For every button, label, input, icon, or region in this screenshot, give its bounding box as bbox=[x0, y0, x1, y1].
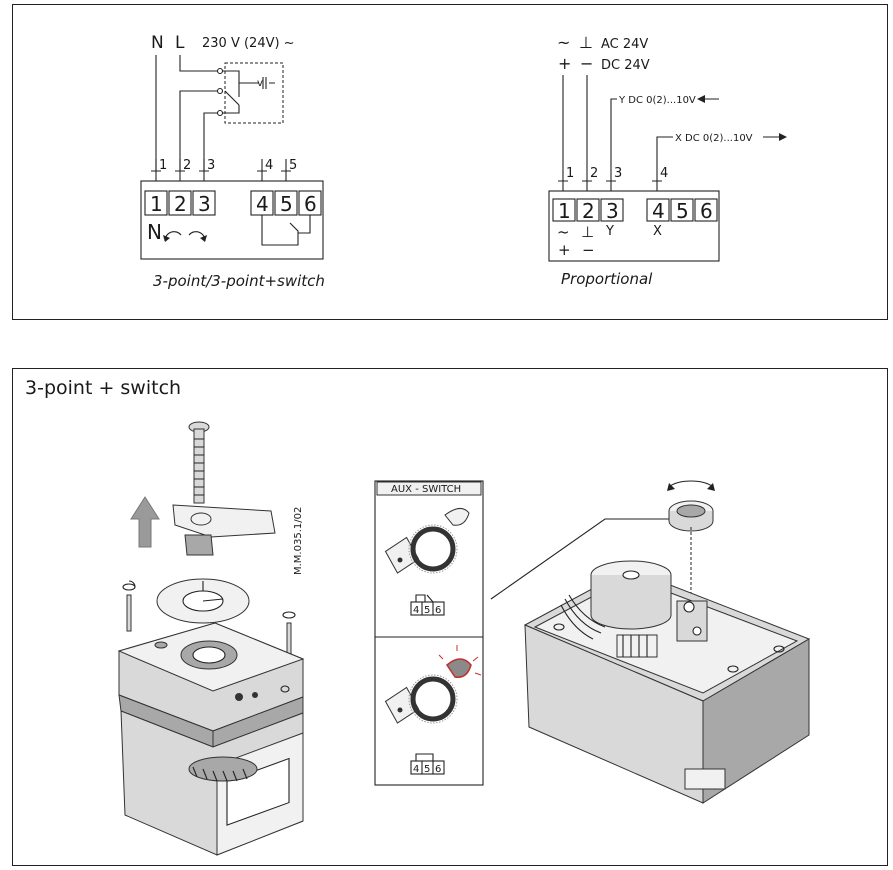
svg-text:2: 2 bbox=[582, 199, 595, 223]
svg-text:−: − bbox=[580, 54, 593, 73]
cam-lower: 4 5 6 bbox=[384, 645, 482, 775]
supply-voltage: 230 V (24V) ~ bbox=[202, 36, 295, 51]
proportional-diagram: ~ ⊥ AC 24V + − DC 24V Y DC 0(2)...10V X … bbox=[548, 33, 787, 288]
svg-text:4: 4 bbox=[652, 199, 665, 223]
actuator-base bbox=[120, 710, 304, 856]
prop-pin-numbers: 1 2 3 4 bbox=[558, 166, 668, 182]
svg-text:X: X bbox=[653, 224, 662, 239]
svg-text:2: 2 bbox=[590, 166, 598, 181]
adjust-knob bbox=[667, 480, 715, 639]
svg-text:6: 6 bbox=[435, 605, 441, 616]
aux-switch-detail: AUX - SWITCH 4 5 6 bbox=[374, 480, 484, 786]
svg-text:1: 1 bbox=[558, 199, 571, 223]
svg-text:3: 3 bbox=[614, 166, 622, 181]
svg-text:3: 3 bbox=[207, 158, 215, 173]
wiring-panel: N L 230 V (24V) ~ v 1 2 3 4 5 bbox=[12, 4, 888, 320]
wire-2 bbox=[179, 90, 219, 181]
terminal-sub-n: N bbox=[147, 220, 162, 244]
gasket-disc bbox=[156, 578, 250, 624]
three-point-diagram: N L 230 V (24V) ~ v 1 2 3 4 5 bbox=[140, 33, 325, 290]
wire-x bbox=[656, 136, 673, 191]
svg-text:5: 5 bbox=[424, 764, 430, 775]
wire-y bbox=[610, 98, 617, 191]
wire-3 bbox=[203, 112, 219, 181]
svg-text:6: 6 bbox=[435, 764, 441, 775]
prop-terminal-row: 1 2 3 4 5 6 bbox=[552, 198, 718, 223]
caption-3point: 3-point/3-point+switch bbox=[153, 272, 325, 290]
caption-proportional: Proportional bbox=[561, 270, 653, 288]
installation-illustrations: M.M.035.1/02 bbox=[117, 421, 811, 856]
ac-label: AC 24V bbox=[601, 37, 648, 52]
terminal-box bbox=[140, 180, 324, 260]
svg-text:+: + bbox=[558, 54, 571, 73]
wiring-diagrams: N L 230 V (24V) ~ v 1 2 3 4 5 bbox=[140, 33, 787, 290]
label-n: N bbox=[151, 33, 164, 53]
aux-frame bbox=[374, 480, 484, 786]
dc-label: DC 24V bbox=[601, 58, 650, 73]
svg-text:4: 4 bbox=[413, 764, 419, 775]
svg-text:6: 6 bbox=[304, 192, 317, 216]
leader-line bbox=[490, 518, 685, 600]
svg-text:4: 4 bbox=[660, 166, 668, 181]
aux-switch-contact bbox=[261, 215, 311, 246]
install-heading: 3-point + switch bbox=[25, 377, 182, 399]
svg-text:3: 3 bbox=[198, 192, 211, 216]
svg-text:5: 5 bbox=[424, 605, 430, 616]
exploded-actuator: M.M.035.1/02 bbox=[117, 421, 305, 856]
svg-text:1: 1 bbox=[566, 166, 574, 181]
svg-text:⊥: ⊥ bbox=[581, 223, 594, 241]
switch-capacitor bbox=[239, 77, 275, 89]
svg-text:5: 5 bbox=[676, 199, 689, 223]
cam-upper: 4 5 6 bbox=[384, 508, 470, 616]
lift-arrow-icon bbox=[130, 496, 160, 548]
svg-text:2: 2 bbox=[183, 158, 191, 173]
svg-text:4: 4 bbox=[413, 605, 419, 616]
svg-text:⊥: ⊥ bbox=[579, 33, 593, 52]
svg-text:+: + bbox=[558, 241, 571, 259]
wire-l bbox=[179, 55, 219, 72]
label-l: L bbox=[175, 33, 185, 53]
svg-text:−: − bbox=[582, 241, 595, 259]
svg-text:~: ~ bbox=[557, 33, 570, 52]
aux-title-bar bbox=[376, 481, 482, 496]
switch-contact bbox=[222, 70, 240, 114]
svg-text:4: 4 bbox=[256, 192, 269, 216]
y-signal: Y DC 0(2)...10V bbox=[618, 95, 696, 106]
actuator-interior bbox=[523, 480, 811, 804]
manual-handle bbox=[172, 504, 276, 556]
svg-text:2: 2 bbox=[174, 192, 187, 216]
svg-text:3: 3 bbox=[606, 199, 619, 223]
side-screw-left bbox=[122, 580, 136, 632]
actuator-body bbox=[117, 622, 305, 748]
svg-text:Y: Y bbox=[605, 224, 614, 239]
svg-text:5: 5 bbox=[289, 158, 297, 173]
pin-numbers: 1 2 3 4 5 bbox=[151, 158, 297, 181]
svg-text:1: 1 bbox=[150, 192, 163, 216]
svg-text:6: 6 bbox=[700, 199, 713, 223]
svg-text:~: ~ bbox=[557, 223, 570, 241]
x-signal: X DC 0(2)...10V bbox=[675, 133, 753, 144]
svg-text:5: 5 bbox=[280, 192, 293, 216]
screw-icon bbox=[188, 421, 210, 504]
aux-title: AUX - SWITCH bbox=[391, 484, 461, 495]
switch-mark: v bbox=[257, 78, 263, 89]
svg-text:1: 1 bbox=[159, 158, 167, 173]
switch-enclosure bbox=[224, 62, 284, 124]
vertical-code: M.M.035.1/02 bbox=[293, 507, 304, 575]
supply-wires bbox=[562, 75, 588, 191]
installation-panel: 3-point + switch M.M.035.1/02 bbox=[12, 368, 888, 866]
svg-text:4: 4 bbox=[265, 158, 273, 173]
